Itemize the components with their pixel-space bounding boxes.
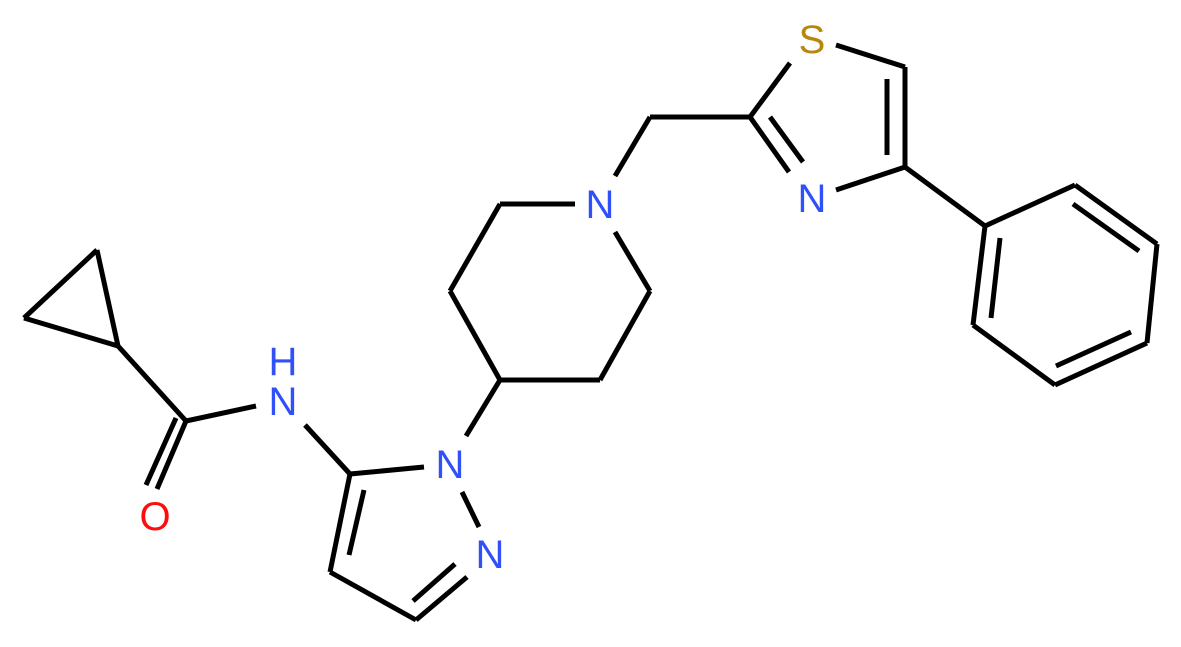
piperidine-ring xyxy=(447,201,653,383)
bond-nh-pyrazole xyxy=(303,423,352,476)
thiazole-sulfur-label: S xyxy=(799,18,826,62)
amide-nitrogen-label: N xyxy=(269,380,298,424)
bond-carbonyl-nh xyxy=(185,403,257,424)
thiazole-nitrogen-label: N xyxy=(798,177,827,221)
pyrazole-n1-label: N xyxy=(436,443,465,487)
piperidine-nitrogen-label: N xyxy=(586,183,615,227)
amide-hydrogen-label: H xyxy=(269,340,298,384)
cyclopropane-ring xyxy=(22,248,121,349)
bond-thiazole-phenyl xyxy=(903,164,987,229)
pyrazole-n2-label: N xyxy=(476,533,505,577)
bond-piperidine-ch2 xyxy=(612,115,653,178)
carbonyl-double-bond xyxy=(143,416,189,490)
bond-pyrazole-piperidine xyxy=(463,378,503,438)
carbonyl-oxygen-label: O xyxy=(139,495,170,539)
phenyl-ring xyxy=(970,182,1160,388)
pyrazole-ring xyxy=(327,464,482,623)
bond-cyclopropyl-carbonyl xyxy=(116,344,188,423)
thiazole-ring xyxy=(747,42,908,193)
